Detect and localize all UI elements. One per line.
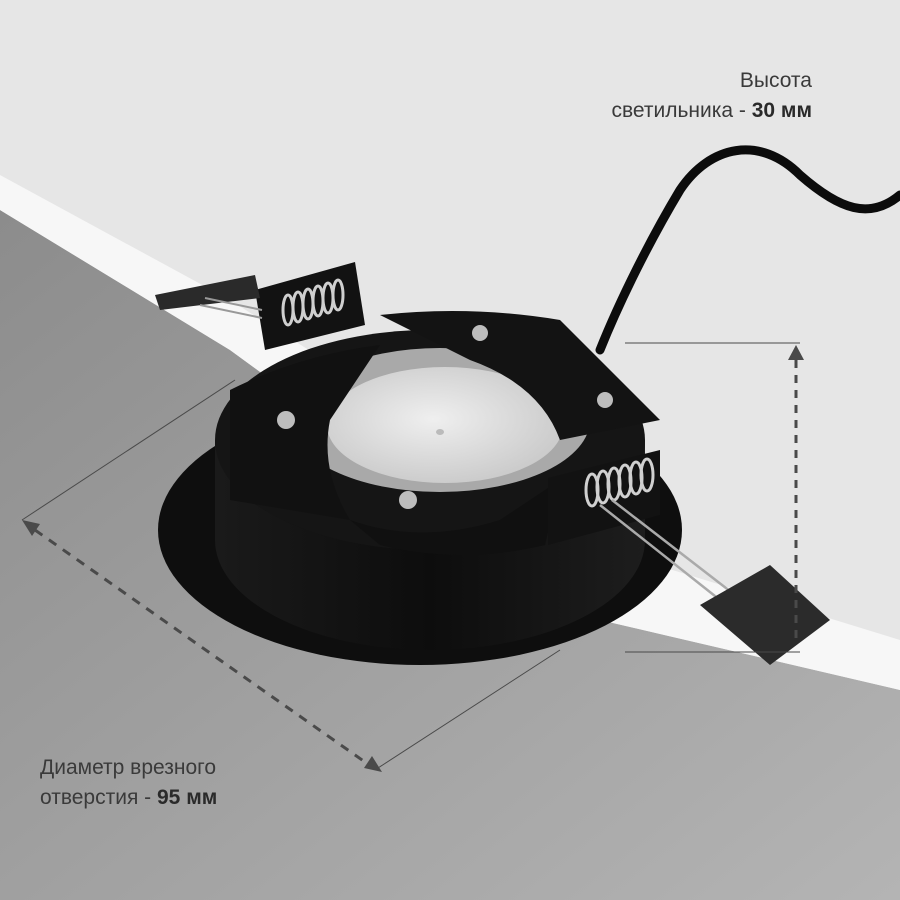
top-cover-right [380,311,660,440]
spring-clip-right [548,450,830,665]
screw-bumps [277,325,613,509]
diameter-label-line1: Диаметр врезного [40,756,217,779]
diameter-label-line2: отверстия - 95 мм [40,783,217,813]
diameter-value: 95 мм [157,786,218,809]
height-dimension [625,342,804,653]
spring-clip-left [155,262,365,350]
height-label: Высота светильника - 30 мм [611,66,812,126]
diameter-label: Диаметр врезного отверстия - 95 мм [40,753,217,813]
ceiling-edge [0,175,900,690]
diffuser-center [436,429,444,435]
diameter-dimension [21,379,561,772]
height-label-prefix: светильника - [611,99,752,122]
diameter-label-prefix: отверстия - [40,786,157,809]
height-label-line1: Высота [739,69,812,92]
height-value: 30 мм [751,99,812,122]
top-cover-bottom [350,480,560,555]
height-label-line2: светильника - 30 мм [611,96,812,126]
diffuser [327,367,563,483]
top-cover-left [230,345,380,520]
power-cable [595,145,900,355]
